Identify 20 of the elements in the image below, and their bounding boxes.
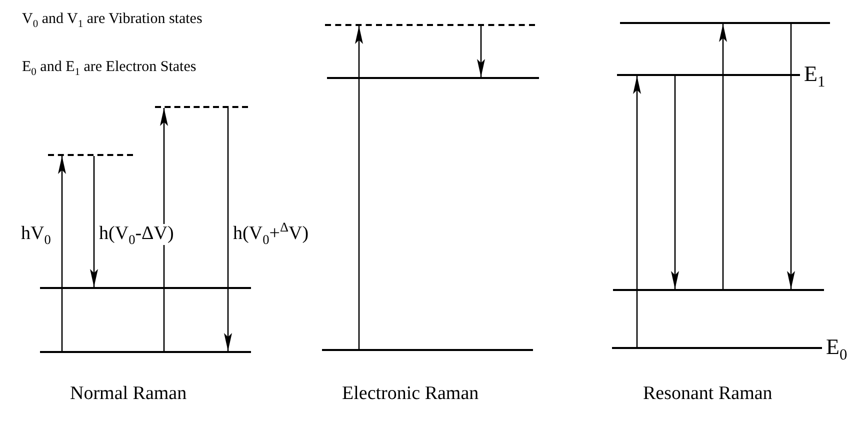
note-text: V$_{0}$ and V$_{1}$ are Vibration states — [22, 12, 202, 27]
edge-label: h(V$_{0}$-ΔV) — [98, 224, 175, 245]
transition-arrow — [477, 26, 485, 77]
transition-arrow — [787, 24, 795, 289]
transition-arrow — [355, 26, 363, 349]
panel-caption: Resonant Raman — [643, 384, 772, 403]
level-label: E$_{1}$ — [804, 63, 826, 85]
transition-arrow — [58, 156, 66, 351]
transition-arrow — [671, 76, 679, 289]
panel-caption: Normal Raman — [70, 384, 187, 403]
panel-caption: Electronic Raman — [342, 384, 479, 403]
level-label: E$_{0}$ — [826, 336, 848, 358]
transition-arrow — [719, 24, 727, 289]
edge-label: h(V$_{0}$+$^{Δ}$V) — [232, 224, 310, 245]
note-text: E$_{0}$ and E$_{1}$ are Electron States — [22, 60, 196, 75]
edge-label: hV$_{0}$ — [20, 224, 52, 245]
transition-arrow — [633, 76, 641, 347]
transition-arrow — [90, 156, 98, 287]
transition-arrow — [160, 108, 168, 351]
transition-arrow — [224, 108, 232, 351]
